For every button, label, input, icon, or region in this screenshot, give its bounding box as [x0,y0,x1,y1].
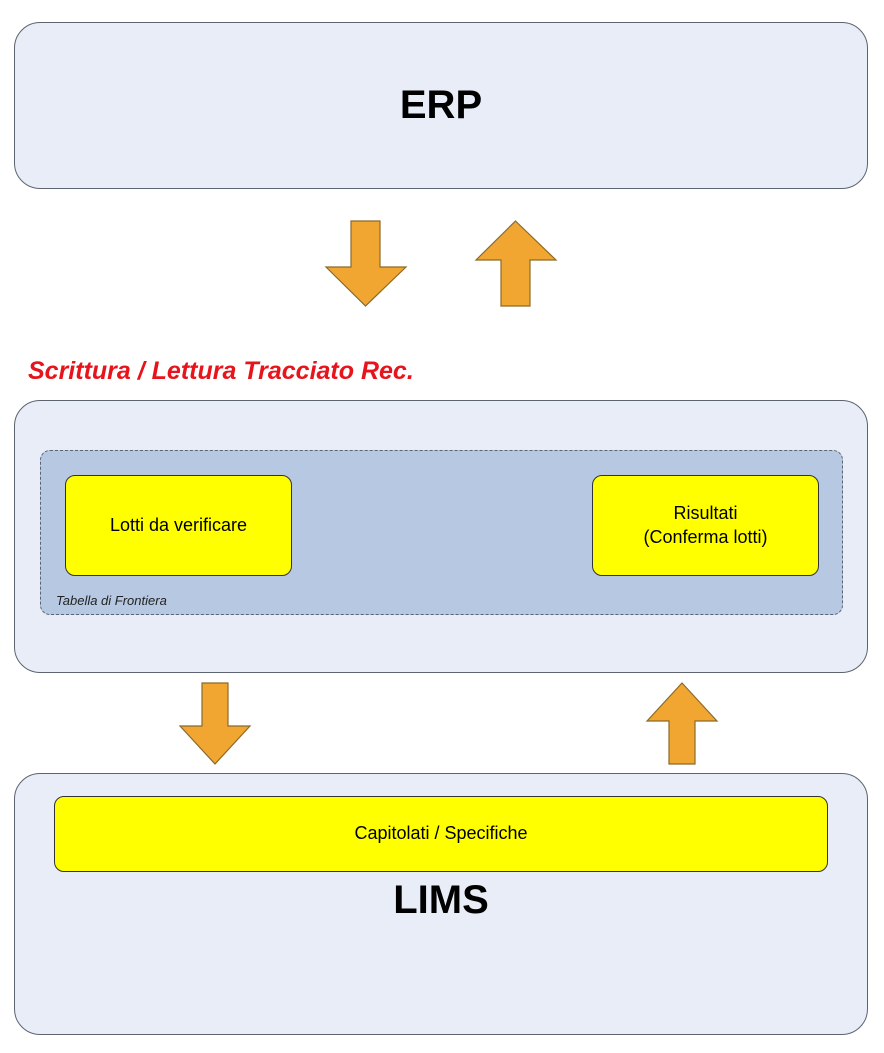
erp-block: ERP [14,22,868,189]
risultati-label: Risultati [673,503,738,524]
capitolati-label: Capitolati / Specifiche [354,823,528,844]
frontier-label: Tabella di Frontiera [56,593,167,608]
interface-block: Lotti da verificare Risultati (Conferma … [14,400,868,673]
arrow-up-erp-icon [474,220,558,308]
lotti-label: Lotti da verificare [109,514,248,535]
arrow-up-lims-icon [645,682,719,766]
frontier-table: Lotti da verificare Risultati (Conferma … [40,450,843,615]
lims-block: Capitolati / Specifiche LIMS [14,773,868,1035]
capitolati-box: Capitolati / Specifiche [54,796,828,872]
arrow-down-erp-icon [324,220,408,308]
risultati-box: Risultati (Conferma lotti) [592,475,819,576]
lims-title: LIMS [393,878,489,922]
arrow-down-lims-icon [178,682,252,766]
lotti-box: Lotti da verificare [65,475,292,576]
risultati-sublabel: (Conferma lotti) [643,526,768,547]
erp-title: ERP [399,83,483,127]
interface-caption: Scrittura / Lettura Tracciato Rec. [28,357,414,385]
